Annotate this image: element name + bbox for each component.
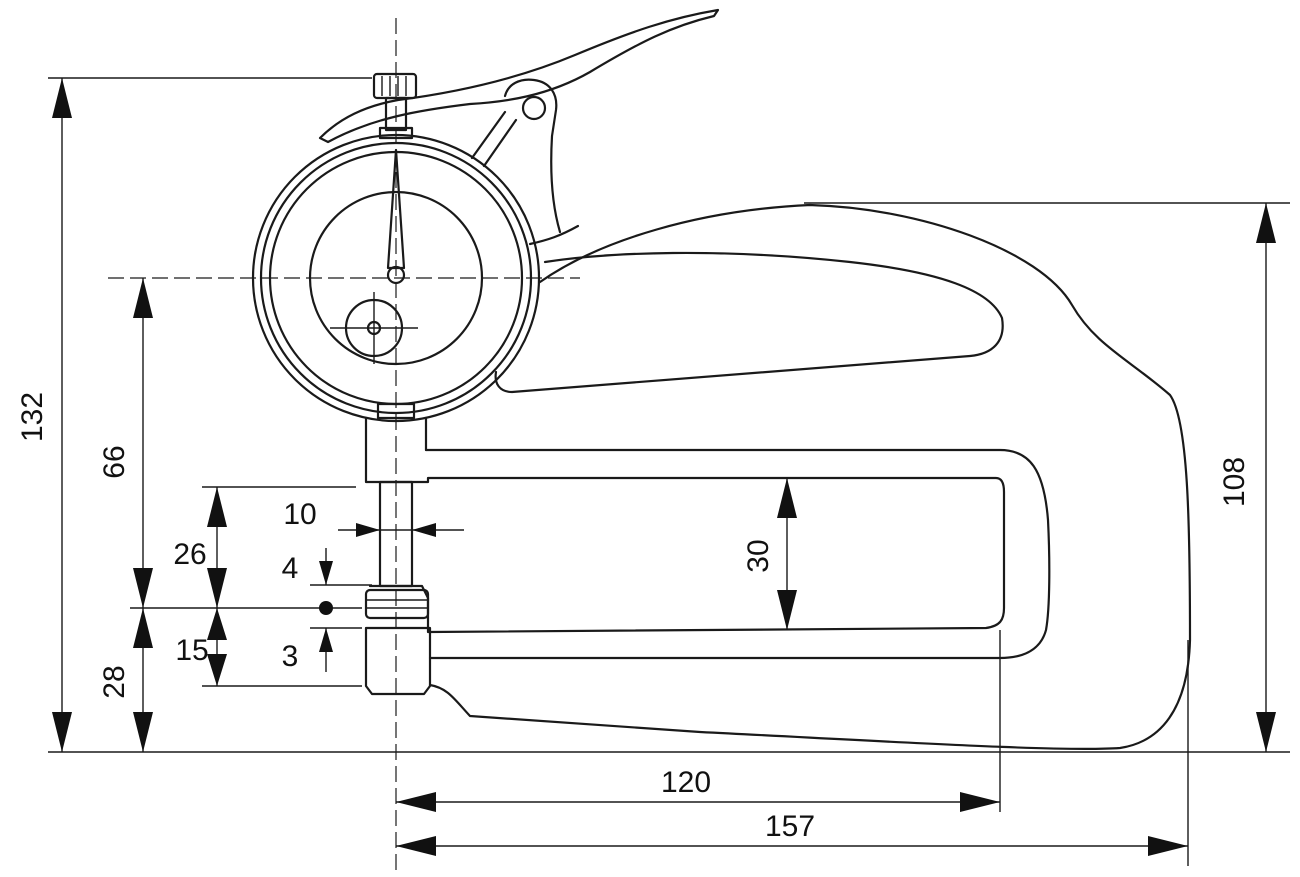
top-knob xyxy=(372,72,418,100)
dim-label-26: 26 xyxy=(173,538,206,571)
dim-label-10: 10 xyxy=(283,498,316,531)
dim-120-arrow-left xyxy=(396,792,436,812)
dim-108-arrow-bottom xyxy=(1256,712,1276,752)
dim-15-arrow-bottom xyxy=(207,654,227,686)
dim-label-66: 66 xyxy=(98,445,131,478)
top-stem xyxy=(384,96,408,132)
dimension-system: 132 66 28 26 15 4 3 10 xyxy=(16,77,1290,866)
dim-132-arrow-bottom xyxy=(52,712,72,752)
dim-label-30: 30 xyxy=(742,539,775,572)
gauge-body xyxy=(251,8,1192,750)
dim-66-arrow-top xyxy=(133,278,153,318)
dim-10-arrow-right xyxy=(412,523,436,537)
dim-108-arrow-top xyxy=(1256,203,1276,243)
dim-4-arrow xyxy=(319,561,333,585)
frame-window xyxy=(494,251,1004,394)
dim-120-arrow-right xyxy=(960,792,1000,812)
dim-28-arrow-bottom xyxy=(133,712,153,752)
dim-3-arrow xyxy=(319,628,333,652)
dim-label-132: 132 xyxy=(16,392,49,442)
spindle-housing xyxy=(364,416,1006,634)
stem-collar xyxy=(378,126,414,140)
dim-label-15: 15 xyxy=(175,634,208,667)
dim-26-arrow-bottom xyxy=(207,568,227,608)
lever-link xyxy=(470,110,507,160)
anvil xyxy=(364,626,432,696)
dial-scale-ring xyxy=(308,190,484,366)
dial-bottom-collar xyxy=(376,402,416,420)
dim-label-157: 157 xyxy=(765,810,815,843)
dim-157-arrow-left xyxy=(396,836,436,856)
dim-30-arrow-top xyxy=(777,478,797,518)
dim-26-arrow-top xyxy=(207,487,227,527)
dim-label-108: 108 xyxy=(1218,457,1251,507)
dim-66-arrow-bottom xyxy=(133,568,153,608)
dim-28-arrow-top xyxy=(133,608,153,648)
dial-bezel-inner xyxy=(259,141,533,415)
needle-hub xyxy=(386,265,406,285)
dim-157-arrow-right xyxy=(1148,836,1188,856)
dim-30-arrow-bottom xyxy=(777,590,797,630)
dial-bezel-outer xyxy=(251,133,541,423)
spindle-tip xyxy=(364,588,430,620)
dim-15-arrow-top xyxy=(207,608,227,640)
dim-label-3: 3 xyxy=(282,640,299,673)
dim-label-28: 28 xyxy=(98,665,131,698)
dim-10-arrow-left xyxy=(356,523,380,537)
throat-upper-edge xyxy=(424,448,1051,660)
frame-outer xyxy=(428,203,1192,750)
lever-pivot-bracket xyxy=(503,78,562,234)
lever-arm xyxy=(318,8,720,144)
lever-pivot xyxy=(521,95,547,121)
dim-label-4: 4 xyxy=(282,552,299,585)
lever-link-2 xyxy=(482,118,518,168)
dial-connector xyxy=(528,224,580,246)
reference-point xyxy=(319,601,333,615)
dim-132-arrow-top xyxy=(52,78,72,118)
dim-label-120: 120 xyxy=(661,766,711,799)
